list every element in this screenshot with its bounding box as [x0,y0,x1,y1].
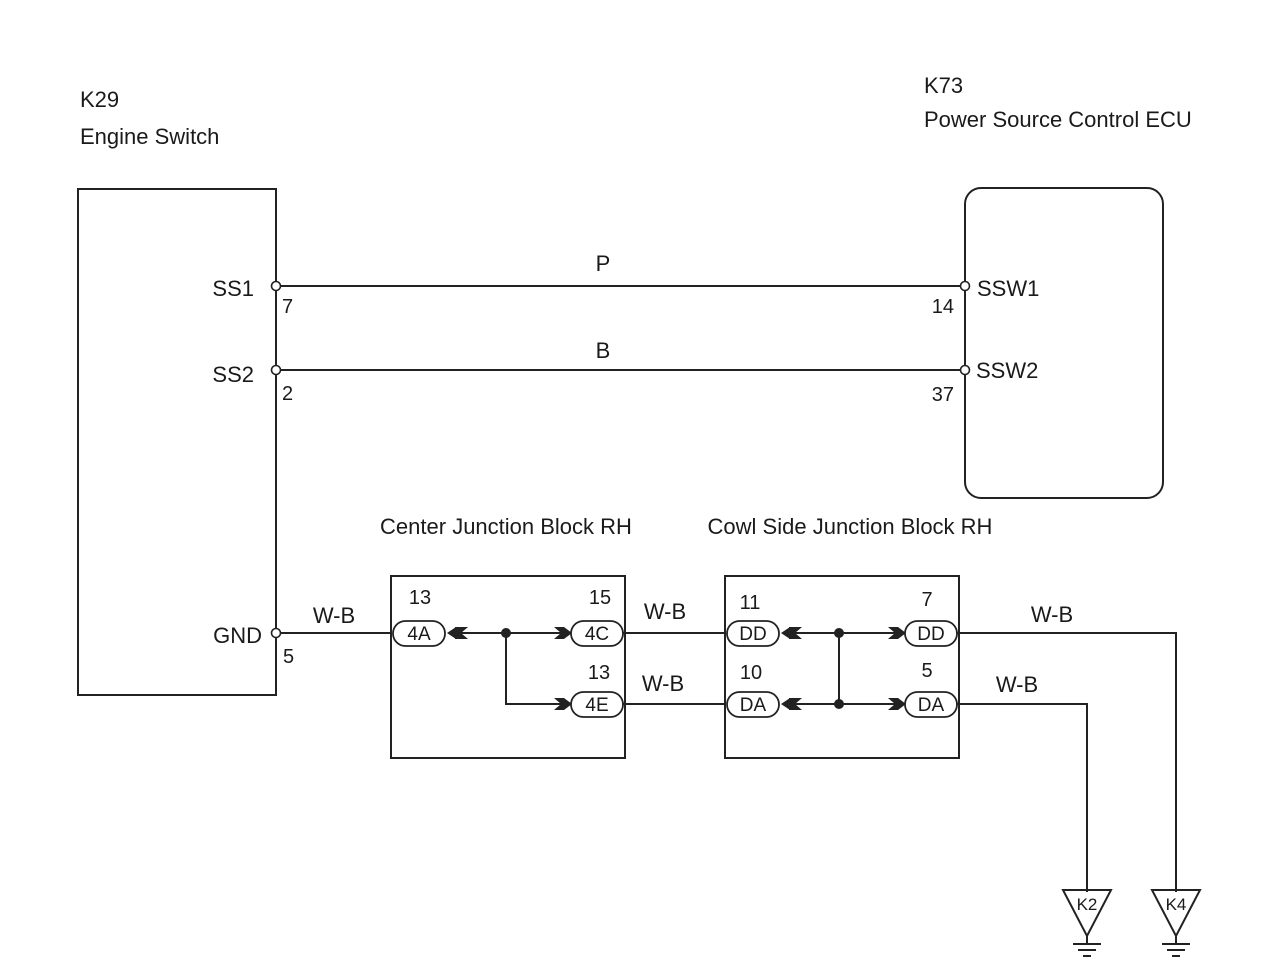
connector-dd-in [726,620,780,647]
ground-k4-icon [1150,889,1202,957]
connector-4a-pin: 13 [409,587,431,609]
wire-4e-da-color: W-B [642,671,684,696]
wire-dd-k4-color: W-B [1031,602,1073,627]
terminal-ssw2 [959,364,971,376]
connector-da-out-pin: 5 [921,660,932,682]
ground-k2-label: K2 [1077,895,1098,914]
terminal-ss1-pin: 7 [282,296,293,318]
wire-ss2-color: B [596,338,611,363]
connector-da-out-tip [888,698,906,710]
cowl-junction-block-name: Cowl Side Junction Block RH [708,514,993,539]
cowl-splice-dot-bottom [834,699,844,709]
wire-ss1-color: P [596,251,611,276]
connector-dd-in-pin: 11 [740,592,761,614]
connector-da-in-pin: 10 [740,662,762,684]
wire-gnd-color: W-B [313,603,355,628]
ecu-name: Power Source Control ECU [924,107,1192,132]
terminal-ssw1-pin: 14 [932,296,954,318]
ground-k2-icon [1061,889,1113,957]
connector-4a [392,620,446,647]
cjb-splice-dot [501,628,511,638]
wire-4c-dd-color: W-B [644,599,686,624]
connector-da-in-tip [781,698,802,710]
terminal-ssw1 [959,280,971,292]
engine-switch-code: K29 [80,87,119,112]
ground-k4-label: K4 [1166,895,1187,914]
terminal-ssw2-label: SSW2 [976,358,1038,383]
terminal-ss1 [270,280,282,292]
terminal-ssw1-label: SSW1 [977,276,1039,301]
terminal-gnd-label: GND [213,623,262,648]
connector-dd-out-id: DD [917,624,944,645]
cowl-junction-block-box [724,575,960,759]
connector-4c-tip [554,627,572,639]
terminal-ss2-label: SS2 [212,362,254,387]
connector-4e-id: 4E [585,695,608,716]
connector-da-in-id: DA [740,695,767,716]
connector-dd-in-id: DD [739,624,766,645]
connector-4e-tip [554,698,572,710]
connector-dd-out-tip [888,627,906,639]
connector-4a-tip [447,627,468,639]
wire-dd-k4 [957,632,1177,892]
connector-da-out-id: DA [918,695,945,716]
wire-da-k2-color: W-B [996,672,1038,697]
terminal-ss2 [270,364,282,376]
terminal-ssw2-pin: 37 [932,384,954,406]
engine-switch-box [77,188,277,696]
engine-switch-name: Engine Switch [80,124,219,149]
connector-4c-pin: 15 [589,587,611,609]
ecu-code: K73 [924,73,963,98]
connector-dd-in-tip [781,627,802,639]
connector-dd-out-pin: 7 [921,589,932,611]
connector-4e-pin: 13 [588,662,610,684]
center-junction-block-name: Center Junction Block RH [380,514,632,539]
cowl-splice-dot-top [834,628,844,638]
terminal-ss1-label: SS1 [212,276,254,301]
connector-4c-id: 4C [585,624,609,645]
terminal-gnd [270,627,282,639]
cjb-internal-branch [505,633,570,705]
terminal-gnd-pin: 5 [283,646,294,668]
connector-4a-id: 4A [407,624,431,645]
wire-da-k2 [957,703,1088,892]
terminal-ss2-pin: 2 [282,383,293,405]
ecu-box [964,187,1164,499]
connector-da-in [726,691,780,718]
center-junction-block-box [390,575,626,759]
